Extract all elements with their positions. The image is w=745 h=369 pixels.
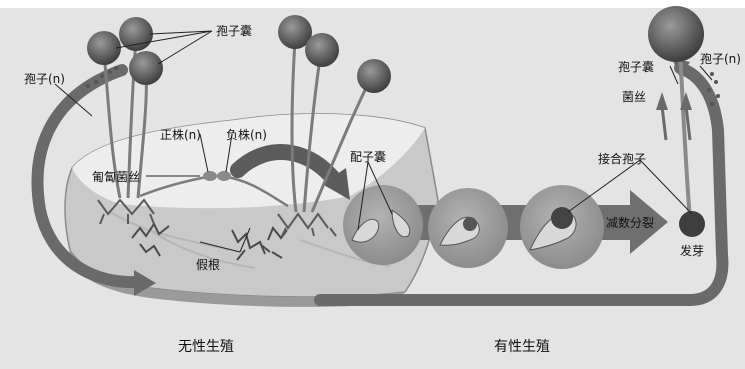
gametangium-label: 配子囊 (350, 150, 386, 164)
sporangium-label-right: 孢子囊 (618, 60, 654, 74)
spore-label-right: 孢子(n) (700, 52, 741, 66)
germination-label: 发芽 (680, 244, 704, 258)
asexual-reproduction-caption: 无性生殖 (178, 340, 234, 354)
minus-strain-label: 负株(n) (226, 128, 267, 142)
sexual-reproduction-caption: 有性生殖 (494, 340, 550, 354)
rhizoid-label: 假根 (196, 258, 220, 272)
plus-strain-label: 正株(n) (160, 128, 201, 142)
stolon-label: 匍匐菌丝 (92, 170, 140, 184)
meiosis-label: 减数分裂 (606, 216, 654, 230)
sporangium-label-left: 孢子囊 (216, 24, 252, 38)
zygospore-label: 接合孢子 (598, 152, 646, 166)
spore-label-left: 孢子(n) (24, 72, 65, 86)
hypha-label: 菌丝 (622, 90, 646, 104)
